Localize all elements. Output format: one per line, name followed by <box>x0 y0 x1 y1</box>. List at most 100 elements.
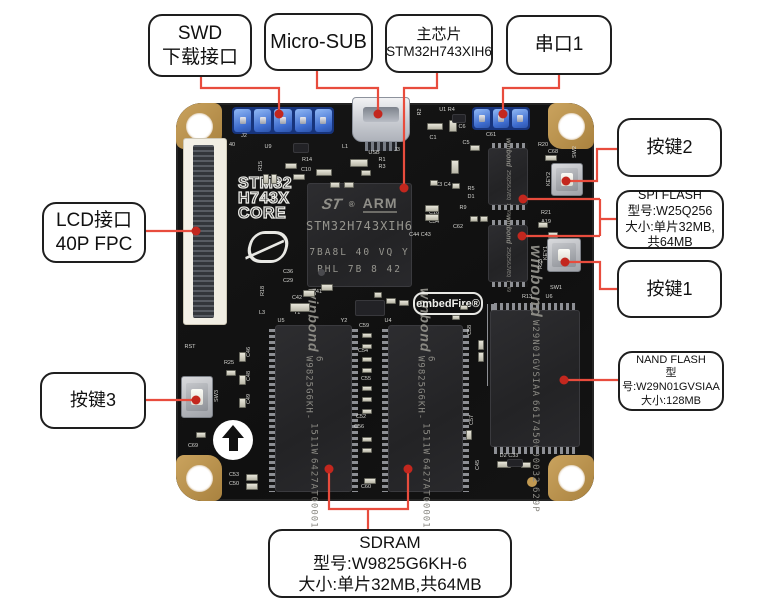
smd-ic <box>507 459 523 467</box>
smd-passive <box>548 232 558 238</box>
silk-label: C58 <box>467 324 473 336</box>
silk-label: D1 <box>467 194 475 200</box>
silk-label: C69 <box>187 443 199 449</box>
smd-passive <box>386 298 396 304</box>
smd-passive <box>364 478 376 484</box>
smd-passive <box>239 398 246 408</box>
silk-label: U6 <box>545 294 553 300</box>
smd-passive <box>374 292 382 298</box>
mounting-hole-icon <box>557 112 585 140</box>
smd-passive <box>430 180 438 186</box>
silk-label: R18 <box>260 285 266 297</box>
silk-label: C68 <box>547 149 559 155</box>
smd-passive <box>316 169 332 176</box>
silk-label: C1 <box>429 135 437 141</box>
smd-passive <box>452 315 460 320</box>
callout-nand-flash-text: 大小:128MB <box>641 394 701 407</box>
smd-passive <box>362 397 372 402</box>
smd-passive <box>425 205 439 212</box>
smd-passive <box>196 432 206 438</box>
silk-label: C6 <box>458 124 466 130</box>
silk-label: U5 <box>277 318 285 324</box>
smd-passive <box>344 182 354 188</box>
silk-label: C50 <box>228 481 240 487</box>
silk-label: L3 <box>258 310 266 316</box>
smd-passive <box>330 182 340 188</box>
silk-label: U9 <box>264 144 272 150</box>
smd-passive <box>271 174 277 184</box>
spi-flash-2-chip: winbond25Q256JVEQ1749 <box>488 215 528 292</box>
silk-label: J3 <box>394 147 400 153</box>
silk-label: C45 <box>475 459 481 471</box>
smd-passive <box>361 170 371 176</box>
smd-passive <box>321 284 333 291</box>
mounting-pad-bottom-right <box>548 455 594 501</box>
silk-label: C57 <box>469 414 475 426</box>
smd-ic <box>452 114 466 123</box>
silk-label: R25 <box>223 360 235 366</box>
silk-label: R20 <box>537 142 549 148</box>
callout-nand-flash-text: 型号:W29N01GVSIAA <box>622 367 720 393</box>
silk-label: D2 C33 <box>499 453 519 459</box>
smd-passive <box>246 474 258 481</box>
smd-passive <box>399 300 409 306</box>
smd-passive <box>239 375 246 385</box>
uart1-header <box>472 107 530 130</box>
smd-ic <box>355 300 385 316</box>
mounting-pad-top-right <box>548 103 594 149</box>
smd-passive <box>538 222 548 228</box>
smd-passive <box>480 216 488 222</box>
silk-label: L1 <box>341 144 349 150</box>
callout-main-chip-text: STM32H743XIH6 <box>386 44 492 60</box>
callout-micro-usb-text: Micro-SUB <box>270 30 367 53</box>
silk-label: Y2 <box>340 318 348 324</box>
silk-label: KEY1 <box>543 245 549 261</box>
st-logo-icon: ST <box>319 195 343 213</box>
mcu-part-number: STM32H743XIH6 <box>306 219 413 233</box>
core-silkscreen: STM32H743XCORE <box>237 175 292 222</box>
mcu-brand-row: ST ® ARM <box>319 195 398 213</box>
smd-passive <box>451 160 459 174</box>
callout-key3-text: 按键3 <box>69 390 116 411</box>
callout-spi-flash-text: 型号:W25Q256 <box>627 203 713 218</box>
smd-passive <box>478 352 484 362</box>
silk-label: U4 <box>384 318 392 324</box>
pin1-dot-icon <box>318 269 325 276</box>
silk-label: KEY2 <box>546 171 552 187</box>
silk-label: C34 <box>428 219 440 225</box>
silk-label: C10 <box>300 167 312 173</box>
smd-passive <box>545 155 557 161</box>
callout-spi-flash-text: 共64MB <box>647 235 693 250</box>
silk-label: R13 <box>521 294 533 300</box>
silk-label: SW3 <box>214 390 220 402</box>
silk-label: C42 <box>291 295 303 301</box>
smd-passive <box>263 174 269 184</box>
silk-label: R23 <box>538 258 544 270</box>
silk-label: C29 <box>282 278 294 284</box>
smd-passive <box>246 483 258 490</box>
callout-uart1-box: 串口1 <box>506 15 612 75</box>
silk-label: U1 R4 <box>439 107 455 113</box>
silk-label: RST <box>184 344 196 350</box>
fiducial-dot <box>527 477 537 487</box>
smd-passive <box>425 214 439 221</box>
callout-micro-usb-box: Micro-SUB <box>264 13 373 71</box>
silk-label: C48 <box>246 370 252 382</box>
mounting-hole-icon <box>185 464 213 492</box>
silk-label: C59 <box>358 323 370 329</box>
callout-sdram-text: 大小:单片32MB,共64MB <box>298 575 482 595</box>
callout-key2-box: 按键2 <box>617 118 722 177</box>
callout-lcd-text: 40P FPC <box>55 233 133 255</box>
silk-label: 40 <box>228 142 236 148</box>
orientation-arrow <box>213 420 253 460</box>
silk-label: C54 <box>357 348 369 354</box>
callout-uart1-text: 串口1 <box>534 34 584 56</box>
silk-label: R21 <box>540 210 552 216</box>
mounting-hole-icon <box>557 464 585 492</box>
